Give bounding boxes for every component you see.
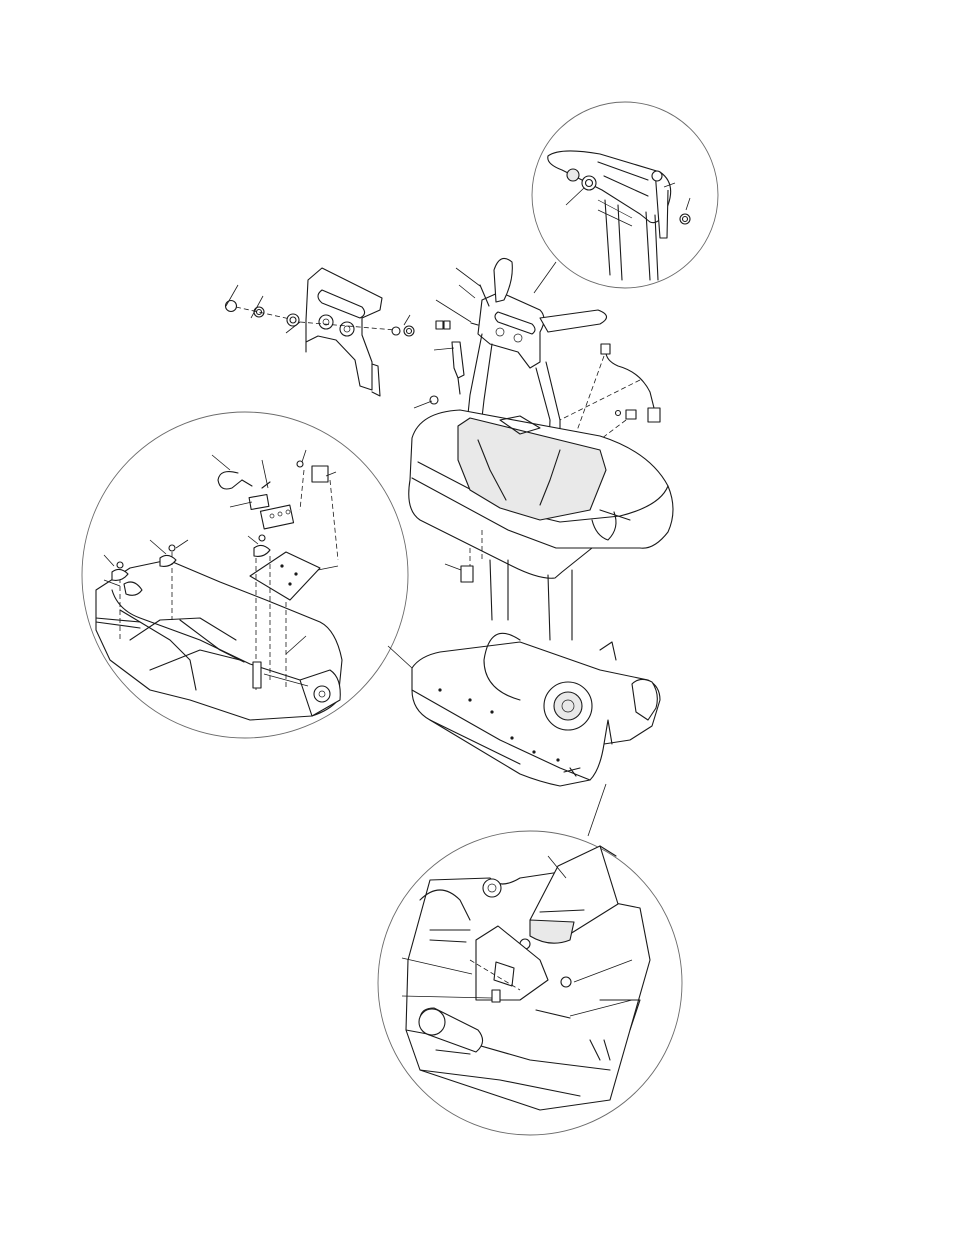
- base-frame-main: [412, 633, 660, 786]
- detail-circle-base-left: [82, 412, 408, 738]
- detail-circle-bracket: [378, 831, 682, 1135]
- handlebar-detail-leader: [534, 262, 556, 293]
- console-cover-part: [306, 268, 382, 396]
- harness-detail: [218, 461, 338, 560]
- small-module-part: [461, 566, 473, 582]
- shroud-main: [409, 410, 673, 578]
- small-hardware-upright: [414, 268, 489, 408]
- detail-circle-handlebar: [532, 102, 718, 288]
- bracket-detail-leader: [588, 784, 606, 836]
- base-detail-leader: [388, 646, 412, 668]
